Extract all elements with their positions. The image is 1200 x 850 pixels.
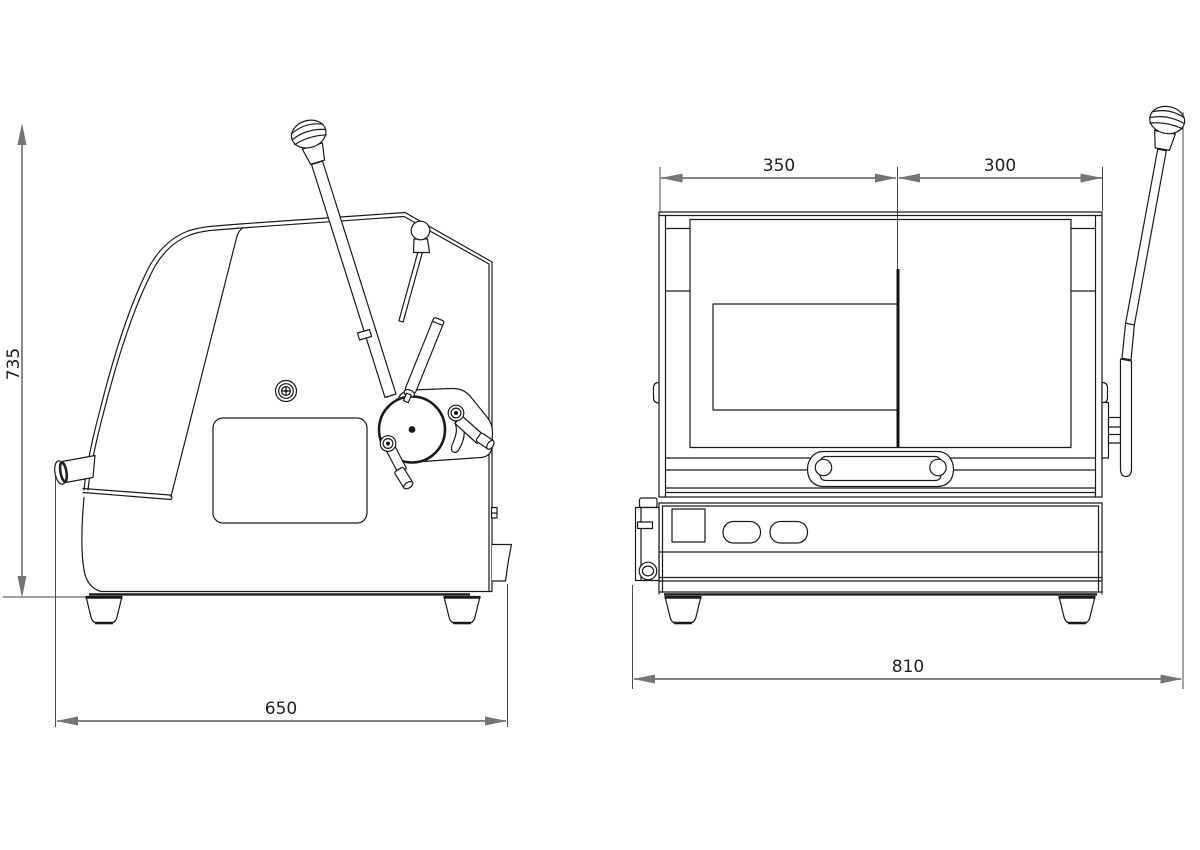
door-handle[interactable] [806,450,955,488]
rear-hinge-pin [490,506,498,519]
drain-valve[interactable] [638,561,658,581]
gas-spring [398,220,445,404]
machine-foot [442,595,482,625]
drain-bracket [634,497,660,582]
dimension-350: 350 [660,156,897,183]
side-hood [82,211,493,593]
control-button-right[interactable] [769,520,809,544]
dimension-label-depth: 650 [265,699,297,719]
hood-arch-seam [170,227,243,498]
front-lever-assembly [1101,104,1187,478]
sliding-doors [712,269,900,447]
clamp-lever-right [447,404,495,450]
side-access-panel [212,417,368,524]
dimension-label-right-section: 300 [984,156,1016,176]
hinge-tab-right [1101,381,1109,404]
lever-knob [290,119,327,165]
lever-pin-upper [1107,416,1122,428]
handle-bolt-right [929,458,947,477]
dimension-650: 650 [56,699,507,726]
thumb-screw [274,379,298,403]
lever-lower-bar[interactable] [1119,358,1133,478]
handle-bolt-left [814,458,833,477]
control-button-left[interactable] [722,520,762,544]
lever-sleeve [356,328,373,341]
flywheel-center [408,426,416,433]
lever-knob-front[interactable] [1145,104,1187,152]
lever-rod[interactable] [1125,148,1167,326]
machine-foot [84,595,124,625]
dimension-810: 810 [633,657,1183,684]
front-view: 350 300 810 [632,104,1187,689]
clamp-lever-left [379,435,414,490]
dimension-735: 735 [4,123,27,598]
door-window [712,303,899,411]
control-panel [671,508,809,544]
dimension-label-overall-width: 810 [892,657,924,677]
wheel-hub-assembly [377,387,495,490]
side-body [81,496,493,596]
hinge-tab-left [652,381,660,404]
dimension-label-height: 735 [4,348,24,380]
hood-lip [82,487,173,501]
machine-foot [1057,595,1097,625]
drain-spout [54,454,96,485]
front-extension-lines [632,112,1184,689]
dimension-label-left-section: 350 [763,156,795,176]
main-switch[interactable] [671,508,706,543]
dimension-300: 300 [898,156,1103,183]
rear-bracket [492,543,513,582]
hood-opening-frame [689,218,1072,449]
lever-pivot-plate [1101,401,1110,459]
side-extension-lines [3,468,508,727]
cutting-lever [310,160,397,399]
lever-pin-lower [1107,433,1122,444]
front-base [658,502,1103,596]
machine-foot [663,595,703,625]
side-view: 735 650 [3,119,513,727]
